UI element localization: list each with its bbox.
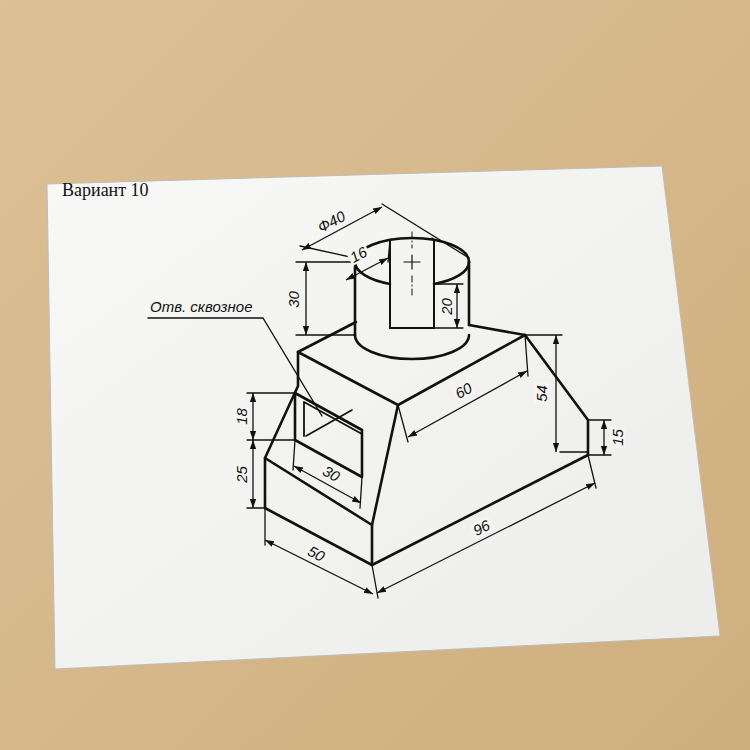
extension-line — [247, 393, 295, 508]
width-dimension: 50 — [303, 542, 328, 565]
extension-line — [372, 455, 596, 598]
paper-sheet — [47, 166, 720, 669]
hole-depth — [304, 402, 362, 436]
body-outline — [265, 335, 588, 565]
cylinder-side — [468, 262, 471, 325]
height-dimension: 15 — [610, 427, 625, 448]
dimension-line — [555, 335, 556, 452]
slot-width-dimension: 16 — [345, 243, 370, 266]
back-top-edge — [298, 322, 356, 352]
height-dimension: 25 — [234, 464, 249, 485]
hole-width-dimension: 30 — [318, 461, 343, 484]
dimension-line — [408, 371, 527, 437]
extension-line — [525, 335, 588, 452]
dimension-line — [252, 393, 253, 440]
dimension-line — [305, 262, 306, 335]
back-top-edge-right — [469, 325, 525, 335]
front-corner-edge — [372, 405, 398, 565]
cylinder-top-front-right — [434, 262, 469, 284]
leader-line — [148, 318, 322, 416]
hole-height-dimension: 18 — [234, 406, 249, 427]
extension-line — [588, 420, 611, 455]
cylinder-side — [354, 262, 357, 335]
dimension-line — [302, 207, 382, 250]
length-dimension: 96 — [468, 516, 493, 539]
extension-line — [296, 262, 355, 335]
slot-depth-dimension: 20 — [439, 296, 454, 317]
center-mark — [404, 255, 420, 269]
note-text: Отв. сквозное — [150, 299, 253, 314]
hole-diagonal — [306, 410, 352, 436]
height-dimension: 30 — [286, 289, 301, 310]
extension-line — [388, 238, 434, 262]
dimension-line — [265, 540, 373, 594]
sheet-title: Вариант 10 — [62, 181, 149, 199]
diameter-dimension: Ф40 — [313, 207, 349, 236]
length-dimension: 60 — [450, 378, 475, 401]
extension-line — [398, 335, 528, 442]
dimension-line — [456, 284, 457, 328]
extension-line — [300, 204, 469, 258]
extension-line — [264, 508, 265, 545]
top-edges — [298, 335, 525, 405]
center-line — [412, 232, 413, 296]
dimension-line — [377, 483, 595, 593]
left-edge — [265, 352, 298, 508]
extension-line — [293, 440, 362, 508]
cylinder-base — [355, 335, 469, 359]
extension-line — [434, 284, 463, 328]
dimension-line — [252, 440, 253, 508]
height-dimension: 54 — [534, 383, 549, 404]
dimension-line — [603, 420, 604, 455]
base-edge — [265, 458, 372, 525]
slot-floor — [390, 327, 434, 329]
